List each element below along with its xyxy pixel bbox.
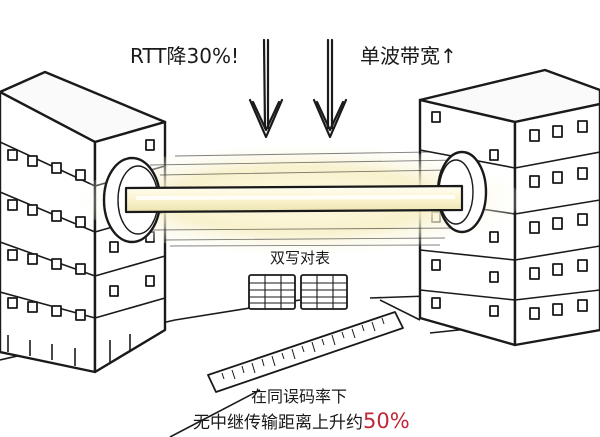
down-arrow-right (312, 38, 348, 139)
rtt-callout: RTT降30%! (130, 44, 239, 68)
footer-line2-prefix: 无中继传输距离上升约 (193, 413, 363, 433)
tables-title: 双写对表 (270, 249, 331, 267)
fiber-beam (80, 145, 520, 255)
footer-line2: 无中继传输距离上升约50% (193, 408, 410, 433)
footer-line2-value: 50% (363, 409, 410, 433)
footer-line1: 在同误码率下 (251, 387, 348, 406)
table-icon-right (300, 274, 348, 310)
ruler (207, 311, 404, 393)
down-arrow-left (248, 38, 284, 139)
table-icon-left (248, 274, 296, 310)
bandwidth-callout: 单波带宽↑ (360, 44, 457, 68)
